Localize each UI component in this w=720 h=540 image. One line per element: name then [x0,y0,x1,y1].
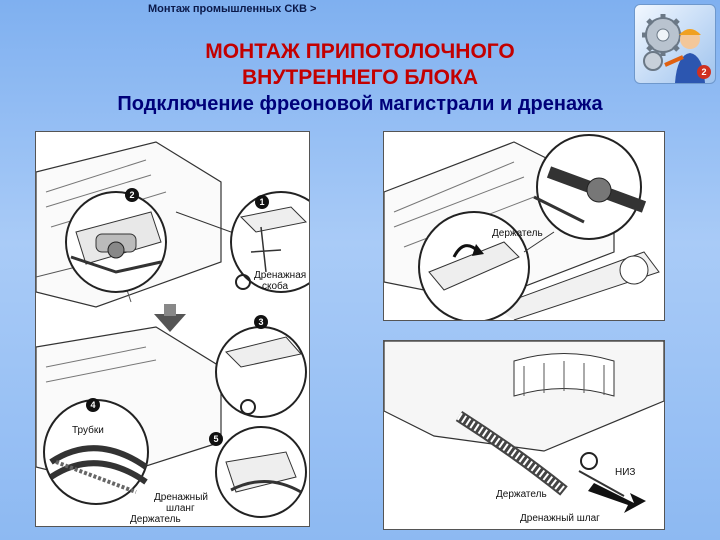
page-title-line1: МОНТАЖ ПРИПОТОЛОЧНОГО [205,40,515,63]
step-1-badge: 1 [255,195,269,209]
label-holder: Держатель [130,514,181,525]
right-bottom-figure-panel: НИЗ Держатель Дренажный шлаг [383,340,665,530]
label-holder-top: Держатель [492,228,543,239]
step-4-badge: 4 [86,398,100,412]
label-drain-hose-bottom: Дренажный шлаг [520,513,600,524]
logo[interactable]: 2 [634,4,716,84]
page-title-line2: ВНУТРЕННЕГО БЛОКА [242,66,478,89]
page-subtitle: Подключение фреоновой магистрали и дрена… [117,93,603,115]
label-drain-hose-2: шланг [166,503,195,514]
step-5-badge: 5 [209,432,223,446]
label-down: НИЗ [615,467,636,478]
label-drain-hose-1: Дренажный [154,492,208,503]
breadcrumb[interactable]: Монтаж промышленных СКВ > [148,3,317,15]
logo-badge: 2 [697,65,711,79]
step-2-badge: 2 [125,188,139,202]
right-bottom-illustration [384,341,664,513]
left-illustration [36,141,309,518]
step-3-badge: 3 [254,315,268,329]
right-top-figure-panel: Держатель [383,131,665,321]
label-tubes: Трубки [72,425,104,436]
label-holder-bottom: Держатель [496,489,547,500]
label-drain-bracket-2: скоба [262,281,289,292]
label-drain-bracket-1: Дренажная [254,270,307,281]
left-figure-panel: 2 1 3 4 5 Дренажная скоба Трубки Дренажн… [35,131,310,527]
right-top-illustration [384,134,660,320]
